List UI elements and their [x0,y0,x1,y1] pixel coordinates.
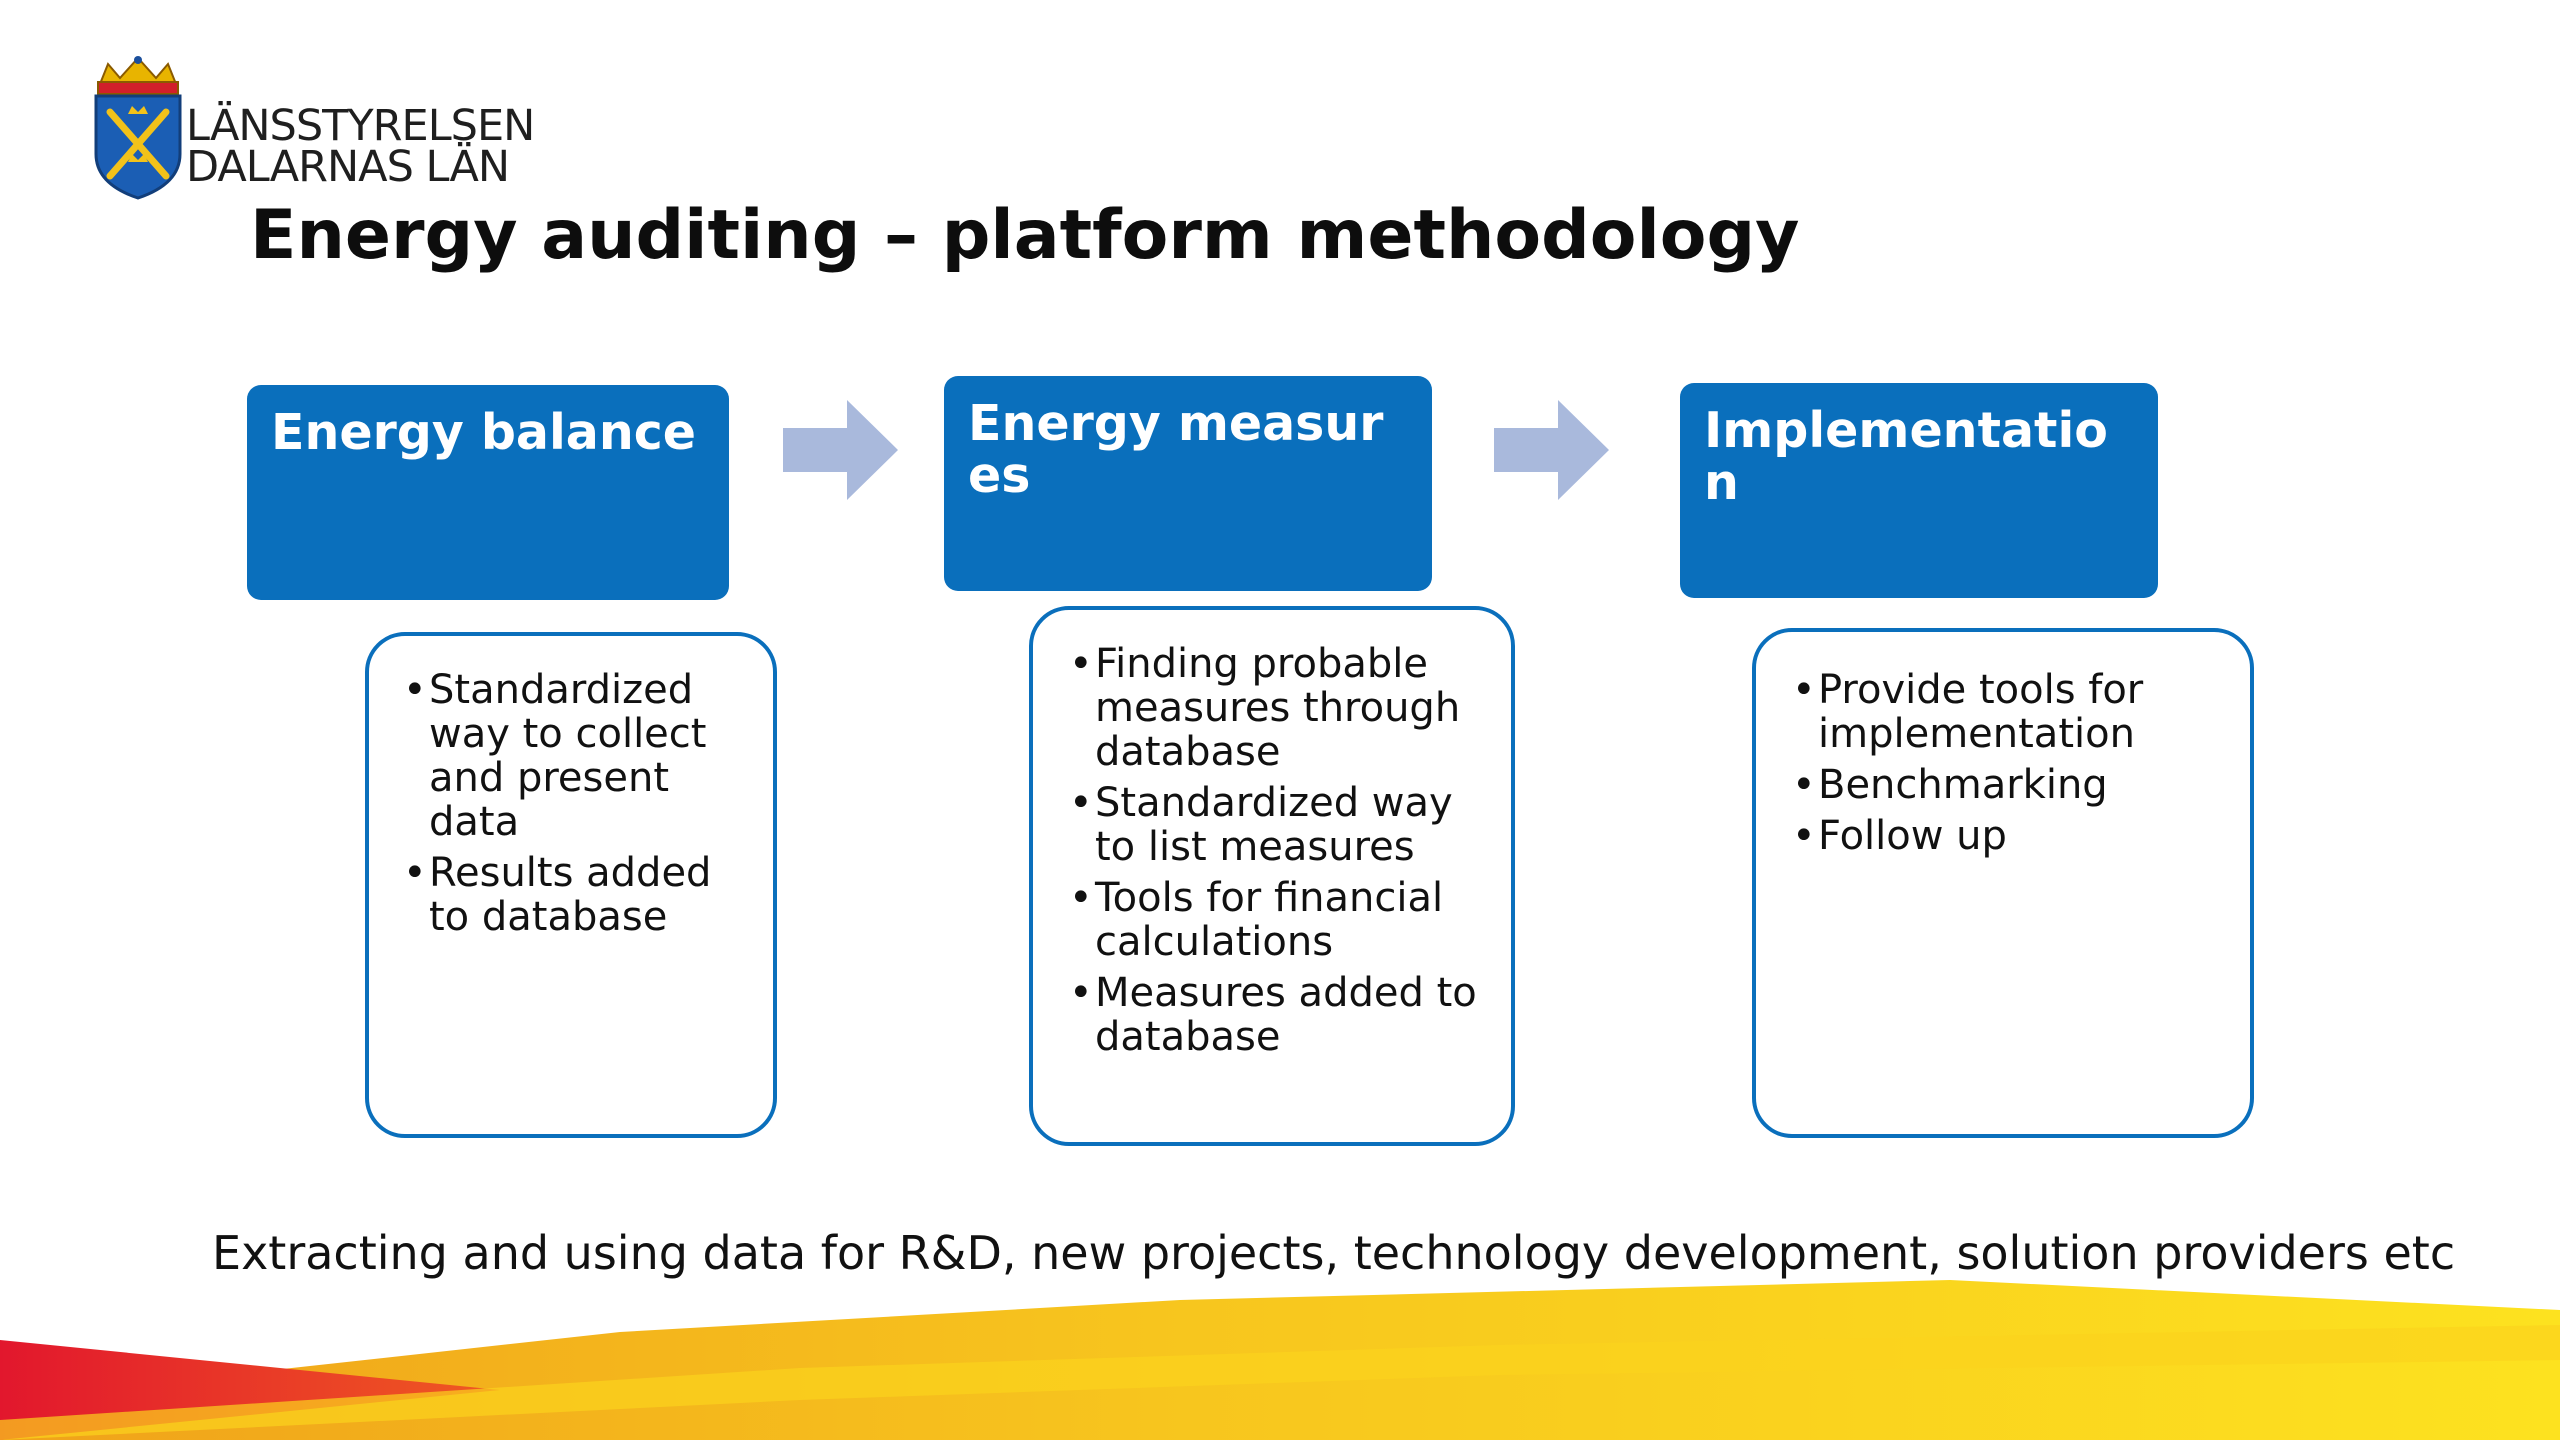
stage-heading: Energy balance [271,404,696,461]
stage-energy-balance-header: Energy balance [247,385,729,600]
right-arrow-icon [783,400,898,500]
bullet-item: Results added to database [403,851,753,939]
bullet-list: Standardized way to collect and present … [403,668,753,939]
logo-line-1: LÄNSSTYRELSEN [186,101,535,151]
footer-caption: Extracting and using data for R&D, new p… [212,1226,2456,1280]
bullet-list: Finding probable measures through databa… [1069,642,1491,1059]
bullet-item: Finding probable measures through databa… [1069,642,1491,774]
bullet-item: Measures added to database [1069,971,1491,1059]
bullet-list: Provide tools for implementation Benchma… [1792,668,2230,858]
stage-heading: Energy measures [968,395,1384,504]
stage-energy-measures-header: Energy measures [944,376,1432,591]
stage-implementation-details: Provide tools for implementation Benchma… [1752,628,2254,1138]
logo-wordmark: LÄNSSTYRELSEN DALARNAS LÄN [186,101,535,192]
logo: LÄNSSTYRELSEN DALARNAS LÄN [88,54,535,200]
logo-line-2: DALARNAS LÄN [186,142,510,192]
bullet-item: Provide tools for implementation [1792,668,2230,756]
coat-of-arms-icon [94,56,182,200]
bullet-item: Standardized way to list measures [1069,781,1491,869]
decorative-band [0,1280,2560,1440]
bullet-item: Standardized way to collect and present … [403,668,753,844]
stage-energy-balance-details: Standardized way to collect and present … [365,632,777,1138]
stage-energy-measures-details: Finding probable measures through databa… [1029,606,1515,1146]
stage-heading: Implementation [1704,402,2108,511]
right-arrow-icon [1494,400,1609,500]
bullet-item: Follow up [1792,814,2230,858]
stage-implementation-header: Implementation [1680,383,2158,598]
bullet-item: Benchmarking [1792,763,2230,807]
page-title: Energy auditing – platform methodology [250,196,1800,275]
bullet-item: Tools for financial calculations [1069,876,1491,964]
